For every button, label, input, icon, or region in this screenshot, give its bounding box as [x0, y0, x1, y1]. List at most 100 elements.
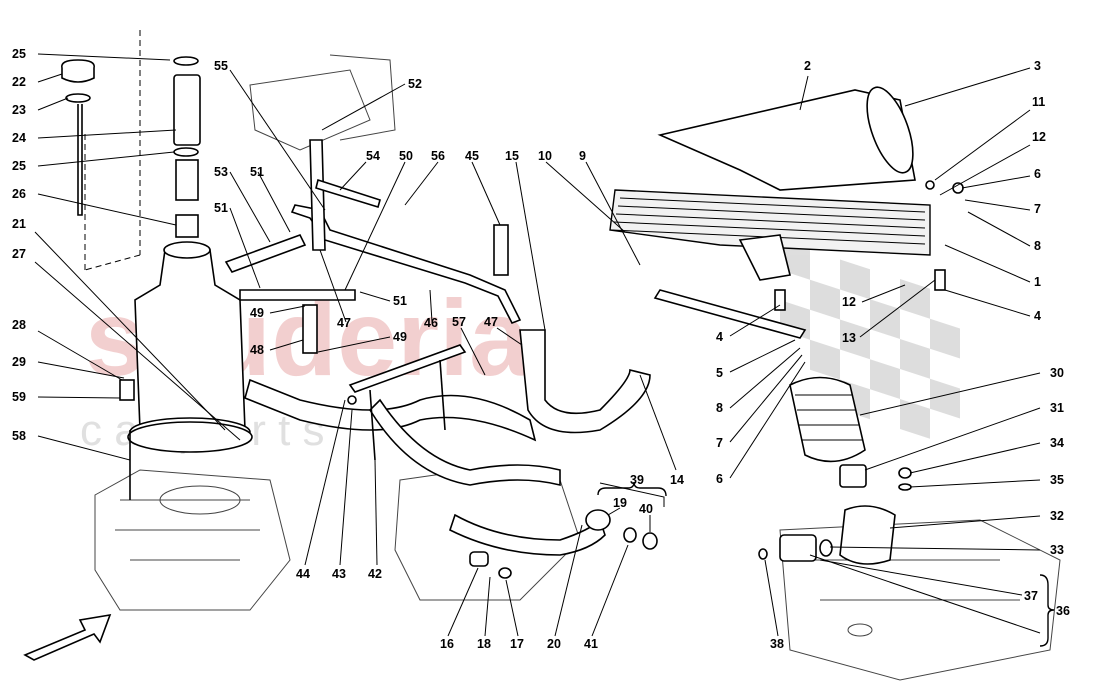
callout-17: 17: [510, 637, 524, 651]
callout-labels: 25 22 23 24 25 26 21 27 28 29 59 58 55 5…: [12, 47, 1070, 651]
callout-49: 49: [250, 306, 264, 320]
callout-18: 18: [477, 637, 491, 651]
callout-3: 3: [1034, 59, 1041, 73]
callout-51: 51: [250, 165, 264, 179]
o-ring-bottom: [173, 147, 199, 157]
callout-21: 21: [12, 217, 26, 231]
leader-lines: [34, 53, 1055, 647]
callout-35: 35: [1050, 473, 1064, 487]
callout-8-b: 8: [716, 401, 723, 415]
callout-31: 31: [1050, 401, 1064, 415]
callout-8: 8: [1034, 239, 1041, 253]
callout-26: 26: [12, 187, 26, 201]
cap-seal: [65, 93, 91, 103]
oil-filter: [758, 376, 912, 565]
callout-45: 45: [465, 149, 479, 163]
callout-59: 59: [12, 390, 26, 404]
tube-lower: [175, 159, 199, 201]
callout-58: 58: [12, 429, 26, 443]
callout-7: 7: [1034, 202, 1041, 216]
callout-49-b: 49: [393, 330, 407, 344]
callout-22: 22: [12, 75, 26, 89]
callout-9: 9: [579, 149, 586, 163]
callout-12: 12: [1032, 130, 1046, 144]
callout-43: 43: [332, 567, 346, 581]
callout-37: 37: [1024, 589, 1038, 603]
callout-2: 2: [804, 59, 811, 73]
o-ring-top: [173, 56, 199, 66]
callout-7-b: 7: [716, 436, 723, 450]
callout-16: 16: [440, 637, 454, 651]
pipe-52: [309, 139, 326, 251]
hose-15: [519, 329, 651, 434]
support-bracket: [347, 344, 467, 461]
callout-25: 25: [12, 47, 26, 61]
callout-1: 1: [1034, 275, 1041, 289]
callout-13: 13: [842, 331, 856, 345]
filler-tube: [173, 74, 201, 146]
callout-6: 6: [1034, 167, 1041, 181]
callout-5: 5: [716, 366, 723, 380]
nut-40: [642, 532, 658, 550]
callout-29: 29: [12, 355, 26, 369]
duct-clamp: [866, 86, 914, 174]
callout-41: 41: [584, 637, 598, 651]
callout-56: 56: [431, 149, 445, 163]
callout-40: 40: [639, 502, 653, 516]
callout-53: 53: [214, 165, 228, 179]
filter-housing: [839, 505, 896, 565]
union-19: [585, 509, 611, 531]
cooler-core: [609, 189, 931, 256]
callout-23: 23: [12, 103, 26, 117]
hose-50: [239, 289, 356, 301]
callout-48: 48: [250, 343, 264, 357]
dipstick-assembly: [61, 30, 201, 271]
callout-4: 4: [716, 330, 723, 344]
tube-adapter: [175, 214, 199, 238]
main-oil-hoses: [244, 329, 658, 579]
callout-32: 32: [1050, 509, 1064, 523]
dipstick-rod: [77, 104, 83, 216]
callout-38: 38: [770, 637, 784, 651]
callout-28: 28: [12, 318, 26, 332]
callout-25-b: 25: [12, 159, 26, 173]
callout-39: 39: [630, 473, 644, 487]
callout-19: 19: [613, 496, 627, 510]
pressure-sender: [779, 534, 817, 562]
callout-15: 15: [505, 149, 519, 163]
callout-57: 57: [452, 315, 466, 329]
callout-47-b: 47: [484, 315, 498, 329]
callout-4-b: 4: [1034, 309, 1041, 323]
callout-51-c: 51: [393, 294, 407, 308]
callout-12-b: 12: [842, 295, 856, 309]
callout-52: 52: [408, 77, 422, 91]
clamp-16: [469, 551, 489, 567]
callout-42: 42: [368, 567, 382, 581]
tank-sensor: [119, 379, 135, 401]
callout-30: 30: [1050, 366, 1064, 380]
pipe-46: [290, 204, 522, 324]
oil-tank: [119, 241, 253, 500]
callout-20: 20: [547, 637, 561, 651]
callout-55: 55: [214, 59, 228, 73]
callout-47: 47: [337, 316, 351, 330]
cooler-bracket: [653, 289, 807, 339]
callout-50: 50: [399, 149, 413, 163]
callout-6-b: 6: [716, 472, 723, 486]
hose-lower-return: [449, 513, 606, 556]
hose-48: [302, 304, 318, 354]
callout-36: 36: [1056, 604, 1070, 618]
callout-44: 44: [296, 567, 310, 581]
breather-hoses: [224, 139, 522, 354]
callout-54: 54: [366, 149, 380, 163]
filter-adapter: [839, 464, 867, 488]
callout-11: 11: [1032, 95, 1045, 109]
direction-arrow: [23, 613, 112, 661]
oil-cooler: [609, 86, 964, 339]
hose-45: [493, 224, 509, 276]
callout-10: 10: [538, 149, 552, 163]
callout-24: 24: [12, 131, 26, 145]
callout-51-b: 51: [214, 201, 228, 215]
